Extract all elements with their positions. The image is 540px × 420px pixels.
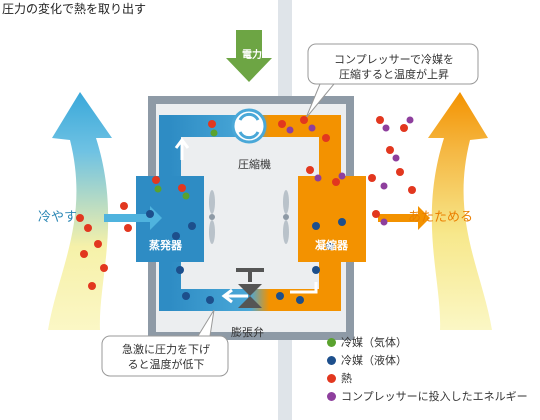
cool-label: 冷やす <box>38 210 78 225</box>
expansion-valve-icon <box>236 268 264 308</box>
power-arrow-head <box>226 58 272 82</box>
molecules-condenser <box>276 166 346 304</box>
molecules-evaporator <box>146 176 214 304</box>
legend-item-compressor-energy: コンプレッサーに投入したエネルギー <box>327 388 528 404</box>
expansion-valve-label: 膨張弁 <box>231 326 264 339</box>
loop-arrow-right-icon <box>290 282 318 294</box>
molecules-cool-side <box>76 202 132 290</box>
power-label: 電力 <box>242 50 262 61</box>
legend-item-gas-refrigerant: 冷媒（気体） <box>327 334 407 350</box>
legend-label: 冷媒（液体） <box>341 354 407 367</box>
warm-label: あたためる <box>408 210 474 225</box>
power-arrow <box>236 30 262 60</box>
condenser-label: 凝縮器 <box>315 239 348 252</box>
callout-compression: コンプレッサーで冷媒を 圧縮すると温度が上昇 <box>333 53 454 81</box>
fan-right-icon <box>283 190 289 244</box>
callout-top-box <box>307 43 479 85</box>
legend-item-heat: 熱 <box>327 370 352 386</box>
cool-inflow-arrow <box>104 206 162 230</box>
legend-label: コンプレッサーに投入したエネルギー <box>341 390 528 403</box>
molecules-warm-side <box>368 116 416 226</box>
warm-airflow-arrow <box>428 92 492 330</box>
legend-item-liquid-refrigerant: 冷媒（液体） <box>327 352 407 368</box>
callout-bottom-box <box>101 335 229 377</box>
fan-left-icon <box>209 190 215 244</box>
legend-dot-icon <box>327 373 336 383</box>
page-title: 圧力の変化で熱を取り出す <box>2 2 147 16</box>
evaporator-label: 蒸発器 <box>149 239 182 252</box>
molecules-top <box>208 116 330 142</box>
legend-label: 冷媒（気体） <box>341 336 407 349</box>
legend-dot-icon <box>327 391 336 401</box>
legend-label: 熱 <box>341 372 352 385</box>
legend-dot-icon <box>327 337 336 347</box>
cool-airflow-arrow <box>48 92 112 330</box>
warm-outflow-arrow <box>378 206 430 230</box>
compressor-label: 圧縮機 <box>238 158 271 171</box>
legend-dot-icon <box>327 355 336 365</box>
callout-expansion: 急激に圧力を下げ ると温度が低下 <box>122 343 210 371</box>
